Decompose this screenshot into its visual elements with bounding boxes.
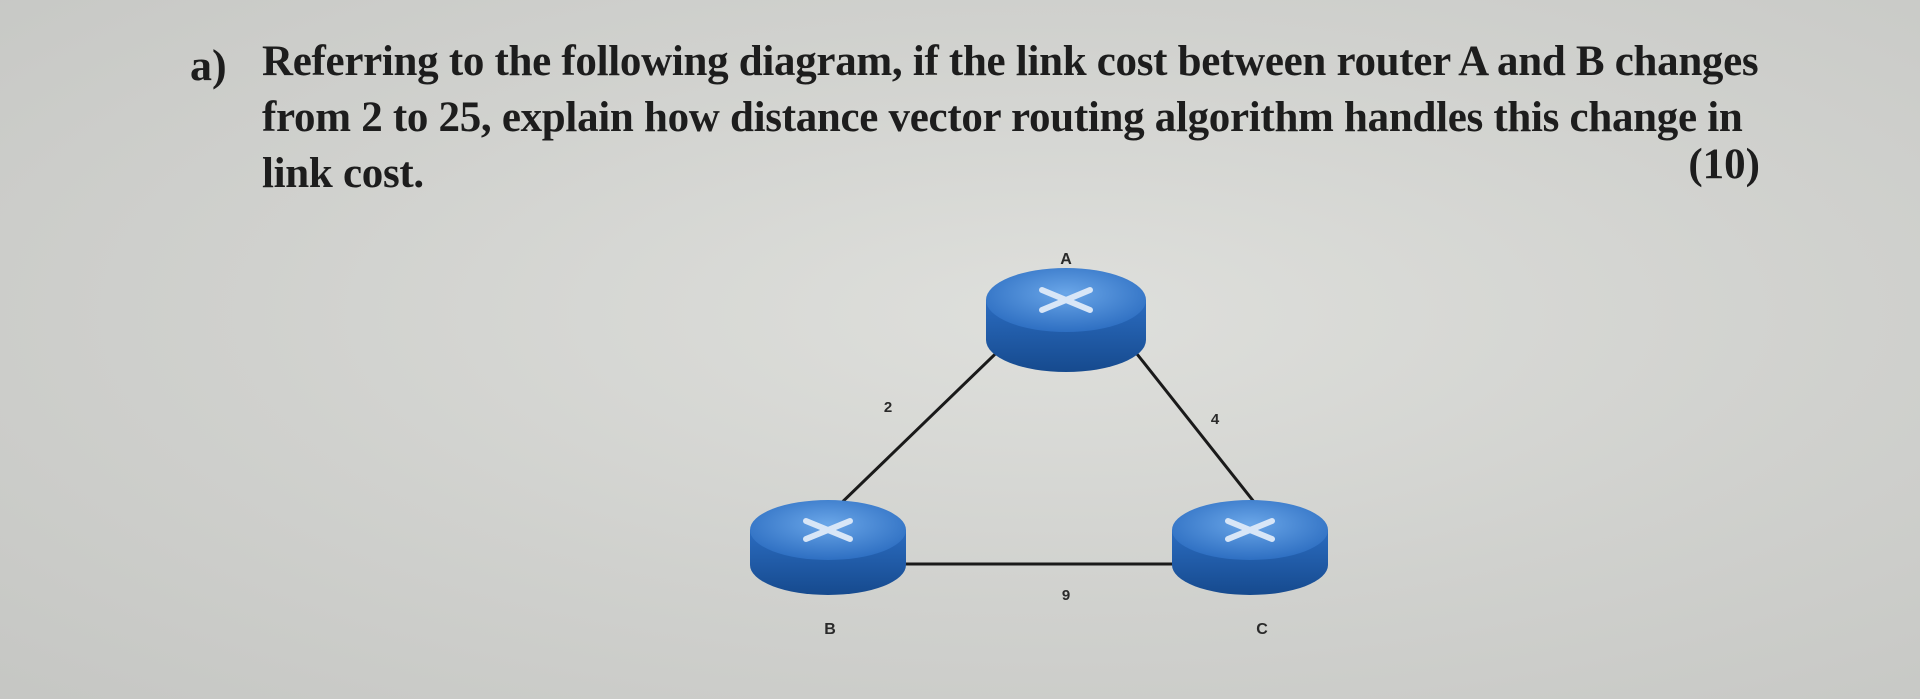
router-a <box>986 268 1146 372</box>
question-text: Referring to the following diagram, if t… <box>262 38 1759 197</box>
router-b <box>750 500 906 595</box>
router-label-c: C <box>1256 621 1268 638</box>
cost-label-b-c: 9 <box>1062 587 1070 604</box>
cost-label-a-c: 4 <box>1211 411 1220 428</box>
router-arrows-icon <box>803 518 853 542</box>
link-a-b <box>830 328 1022 514</box>
router-label-b: B <box>824 621 836 638</box>
router-c <box>1172 500 1328 595</box>
question-marks: (10) <box>1688 141 1760 188</box>
cost-label-a-b: 2 <box>884 399 892 416</box>
router-label-a: A <box>1060 251 1072 268</box>
router-arrows-icon <box>1225 518 1275 542</box>
question-label: a) <box>190 41 227 90</box>
router-arrows-icon <box>1039 287 1093 313</box>
link-a-c <box>1116 329 1264 513</box>
